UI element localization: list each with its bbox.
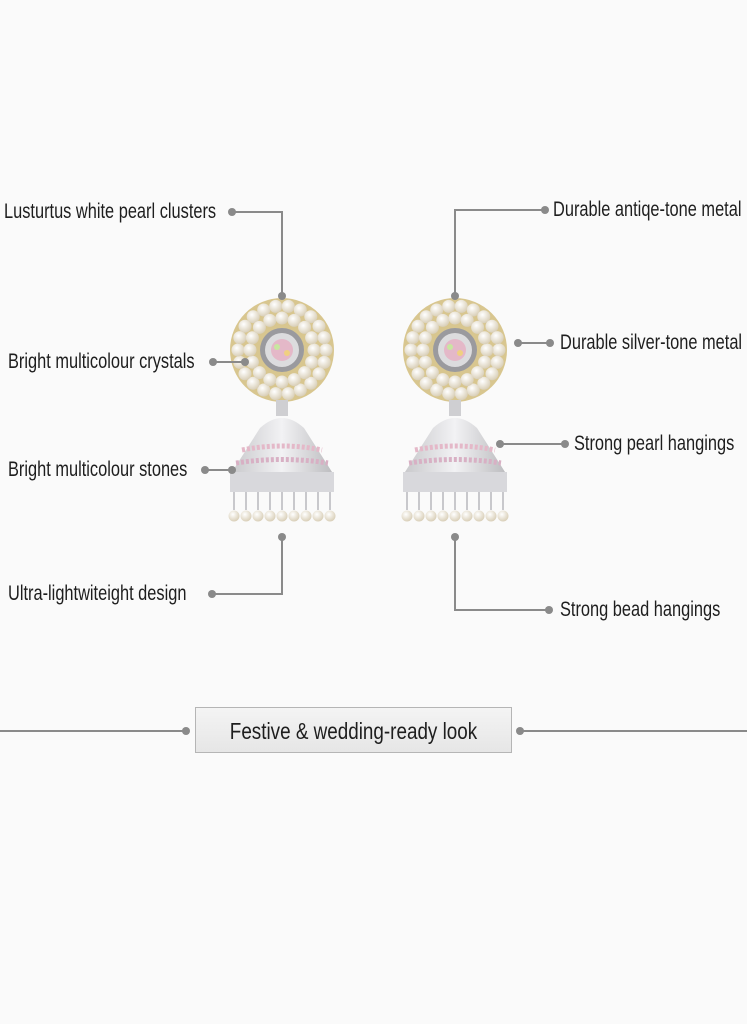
callout-bead-hangings: Strong bead hangings <box>560 598 721 621</box>
right-earring <box>402 298 509 522</box>
callout-lines <box>0 209 747 732</box>
banner-text: Festive & wedding-ready look <box>229 718 478 744</box>
callout-dots <box>182 206 569 735</box>
callout-antique-metal: Durable antiqe-tone metal <box>553 198 742 221</box>
callout-lightweight: Ultra-lightwiteight design <box>8 582 187 605</box>
callout-stones: Bright multicolour stones <box>8 458 188 481</box>
callout-crystals: Bright multicolour crystals <box>8 350 195 373</box>
feature-banner: Festive & wedding-ready look <box>195 707 512 753</box>
callout-silver-metal: Durable silver-tone metal <box>560 331 743 354</box>
left-earring <box>229 298 336 522</box>
callout-pearl-hangings: Strong pearl hangings <box>574 432 735 455</box>
callout-pearl-clusters: Lusturtus white pearl clusters <box>4 200 217 223</box>
